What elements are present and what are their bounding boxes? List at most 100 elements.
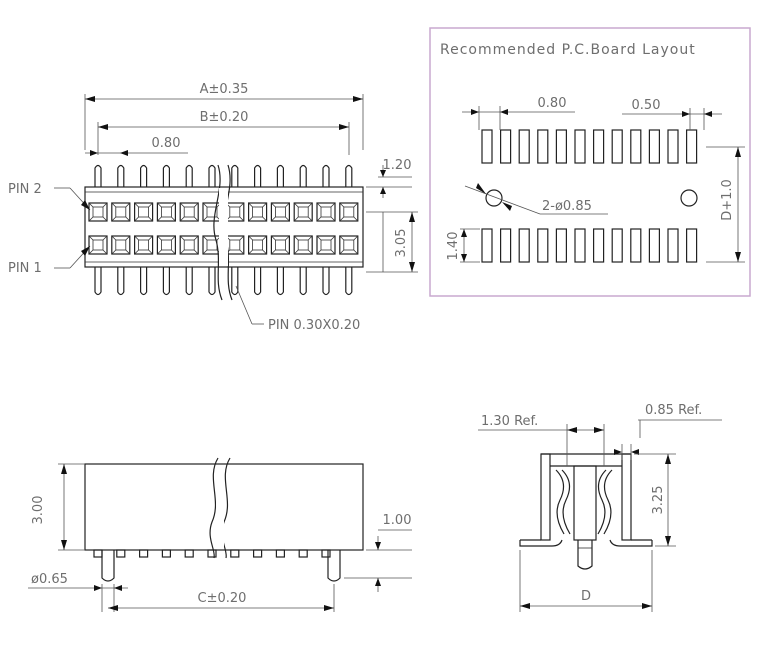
cell-chamfer (330, 249, 336, 255)
contact-cell-inner (229, 206, 241, 218)
pad-row-bottom (481, 228, 698, 263)
cell-chamfer (339, 202, 345, 208)
upper-pin (345, 164, 353, 187)
front-view: 3.00 1.00 ø0.65 C±0.20 (28, 457, 412, 612)
lower-pin (254, 267, 262, 296)
cell-chamfer (134, 202, 139, 208)
contact-cell-inner (115, 206, 127, 218)
cell-chamfer (88, 202, 94, 208)
upper-pin (231, 164, 239, 187)
lower-pin (208, 267, 216, 296)
cell-chamfer (248, 216, 253, 222)
contact-cell-row1 (248, 235, 268, 255)
cell-chamfer (102, 216, 108, 222)
cell-chamfer (171, 202, 176, 208)
contact-cell-inner (252, 206, 264, 218)
cell-chamfer (271, 235, 276, 241)
cell-chamfer (157, 216, 162, 222)
cell-chamfer (157, 235, 162, 241)
cell-chamfer (248, 202, 253, 208)
upper-pin (162, 164, 170, 187)
contact-cell-inner (297, 239, 309, 251)
contact-cell-inner (297, 206, 309, 218)
contact-cell-row1 (156, 235, 176, 255)
cell-chamfer (293, 216, 299, 222)
contact-left (555, 469, 565, 535)
cell-chamfer (193, 202, 199, 208)
pcb-pad (630, 228, 642, 263)
pcb-pad (592, 129, 605, 164)
cell-chamfer (353, 216, 359, 222)
solder-tab (275, 549, 285, 558)
pin2-label: PIN 2 (8, 182, 42, 197)
contact-cell-row1 (88, 235, 108, 255)
cell-chamfer (148, 235, 153, 241)
ref1-label: 1.30 Ref. (481, 414, 538, 429)
cell-chamfer (339, 216, 345, 222)
holes-label: 2-ø0.85 (542, 199, 592, 214)
contact-cell-inner (183, 206, 195, 218)
pin-size-label: PIN 0.30X0.20 (268, 318, 360, 333)
contact-cell-inner (92, 239, 104, 251)
cell-chamfer (262, 216, 267, 222)
contact-cell-row1 (179, 235, 199, 255)
contact-cell-row1 (134, 235, 154, 255)
pcb-pad (667, 129, 679, 164)
pcb-pad (611, 228, 623, 263)
post-right (327, 550, 341, 582)
contact-cell-inner (343, 239, 355, 251)
lower-pin (345, 267, 353, 296)
contact-cell-inner (320, 239, 332, 251)
solder-tab (93, 549, 103, 558)
dim-pitch: 0.80 (85, 136, 188, 156)
contact-cell-row2 (111, 202, 131, 222)
pcb-pad (667, 228, 679, 263)
cell-chamfer (271, 216, 276, 222)
pcb-pad (574, 129, 586, 164)
cell-chamfer (307, 249, 313, 255)
contact-cell-row2 (293, 202, 313, 222)
pad-length-label: 1.40 (446, 232, 461, 261)
pcb-pad (555, 228, 568, 263)
upper-pin (322, 164, 330, 187)
contact-cell-row2 (88, 202, 108, 222)
contact-cell-row1 (316, 235, 336, 255)
lower-pin (299, 267, 307, 296)
contact-cell-inner (274, 239, 286, 251)
cell-chamfer (248, 249, 253, 255)
contact-cell-inner (274, 206, 286, 218)
cell-chamfer (179, 235, 185, 241)
solder-tab (207, 549, 217, 558)
cell-chamfer (271, 249, 276, 255)
cell-chamfer (193, 249, 199, 255)
cell-chamfer (111, 249, 117, 255)
cell-chamfer (353, 202, 359, 208)
post-left (101, 550, 115, 582)
cell-chamfer (271, 202, 276, 208)
cell-chamfer (293, 202, 299, 208)
contact-cell-inner (252, 239, 264, 251)
cell-chamfer (353, 249, 359, 255)
foot-left (519, 539, 563, 547)
contact-cell-inner (92, 206, 104, 218)
ref2-label: 0.85 Ref. (645, 403, 702, 418)
contact-cell-row2 (179, 202, 199, 222)
pad-row-top (481, 129, 698, 164)
cell-chamfer (239, 235, 245, 241)
pcb-pad (574, 228, 586, 263)
top-view: A±0.35 B±0.20 0.80 PIN 2 PIN 1 (8, 82, 418, 333)
contact-right (603, 469, 613, 535)
upper-pin-row (94, 164, 353, 187)
cell-chamfer (111, 202, 117, 208)
cell-chamfer (293, 235, 299, 241)
side-width-label: D (581, 589, 591, 604)
cell-chamfer (307, 216, 313, 222)
dim-c-label: C±0.20 (198, 591, 247, 606)
side-post (577, 540, 593, 570)
lower-pin (117, 267, 125, 296)
pcb-frame (429, 27, 751, 297)
pcb-pad (648, 228, 661, 263)
solder-tab (230, 549, 240, 558)
dim-row-pitch: 3.05 (366, 211, 418, 273)
cell-chamfer (148, 202, 153, 208)
